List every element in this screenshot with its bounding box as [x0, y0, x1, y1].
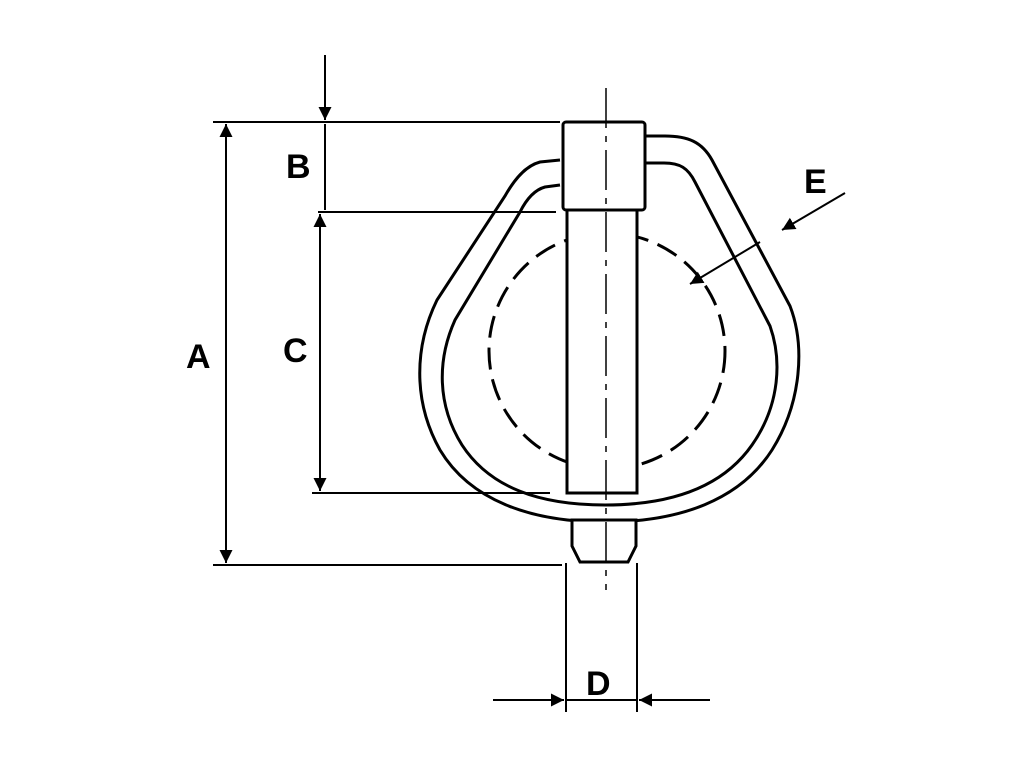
pin-tip [570, 518, 638, 564]
pin-shank [565, 198, 639, 495]
pin-body [561, 120, 647, 564]
label-d: D [586, 665, 611, 703]
dimension-lines [219, 55, 846, 707]
label-e: E [804, 163, 827, 201]
extension-lines [213, 121, 638, 712]
pin-head [561, 120, 647, 212]
ring-inner-outline [440, 161, 779, 507]
dimension-line-e-inner [689, 241, 761, 285]
dimension-line-e-leader [781, 192, 846, 231]
label-b: B [286, 148, 311, 186]
label-a: A [186, 338, 211, 376]
label-c: C [283, 332, 308, 370]
